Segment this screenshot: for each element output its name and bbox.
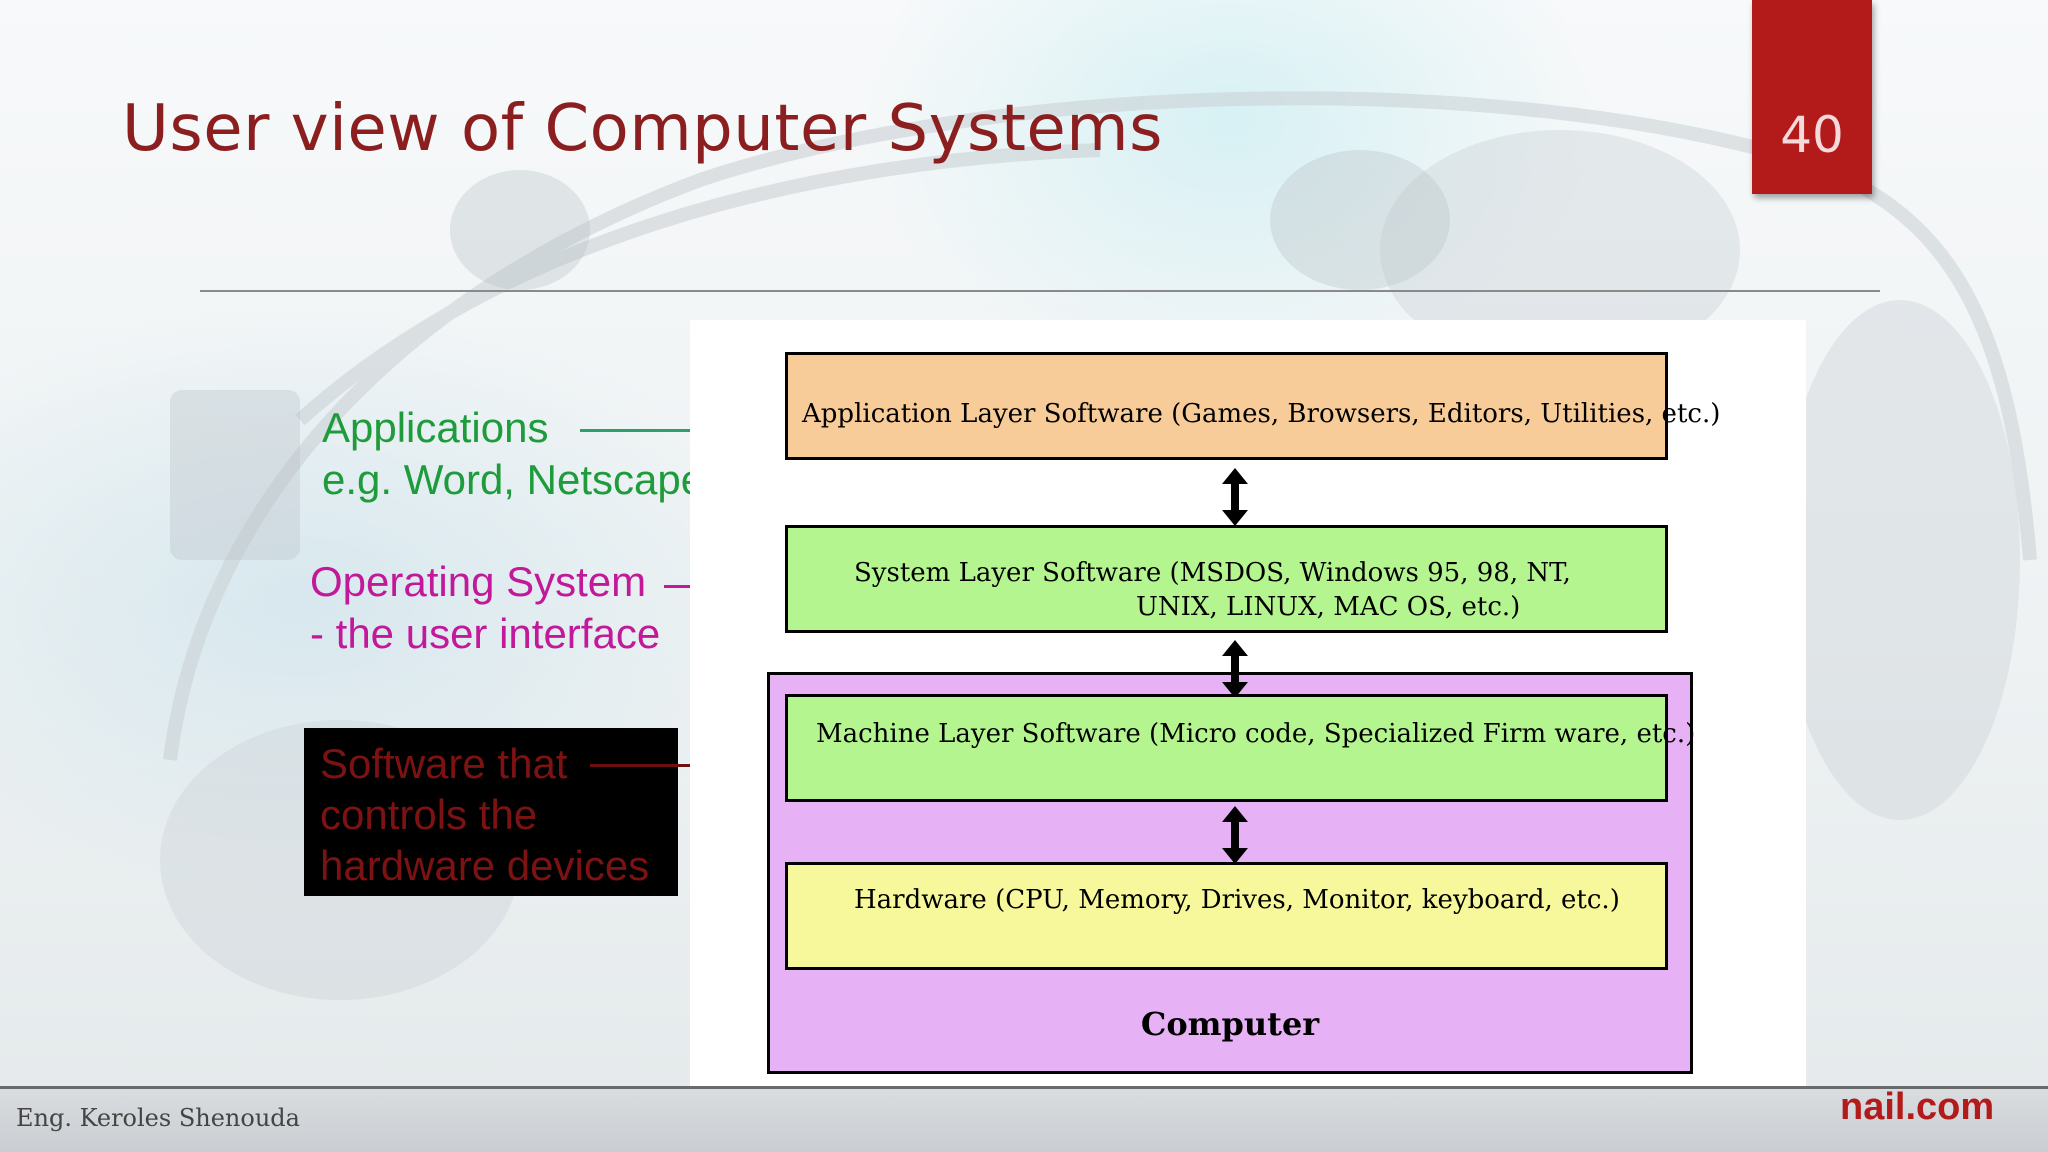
applications-note-line-1: Applications — [322, 404, 549, 451]
hardware-software-note-box — [304, 728, 678, 896]
page-number-tab: 40 — [1752, 0, 1872, 194]
system-layer-label-line-2: UNIX, LINUX, MAC OS, etc.) — [1136, 592, 1521, 622]
hardware-software-note-line-2: controls the — [320, 791, 538, 838]
hardware-software-note: Software that controls the hardware devi… — [320, 738, 649, 891]
title-divider — [200, 290, 1880, 292]
double-arrow-icon — [1222, 468, 1248, 526]
operating-system-note-line-2: - the user interface — [310, 610, 661, 657]
slide-title: User view of Computer Systems — [122, 92, 1163, 166]
footer-email: nail.com — [1840, 1086, 1995, 1128]
system-layer-box: System Layer Software (MSDOS, Windows 95… — [785, 525, 1668, 633]
hardware-software-note-line-3: hardware devices — [320, 842, 650, 889]
computer-label: Computer — [1140, 1005, 1320, 1043]
footer-bar — [0, 1086, 2048, 1152]
hardware-layer-box: Hardware (CPU, Memory, Drives, Monitor, … — [785, 862, 1668, 970]
machine-layer-box: Machine Layer Software (Micro code, Spec… — [785, 694, 1695, 802]
application-layer-box: Application Layer Software (Games, Brows… — [785, 352, 1720, 460]
operating-system-note: Operating System - the user interface — [310, 556, 660, 660]
system-layer-label-line-1: System Layer Software (MSDOS, Windows 95… — [854, 558, 1571, 588]
machine-layer-label: Machine Layer Software (Micro code, Spec… — [816, 719, 1696, 749]
operating-system-note-line-1: Operating System — [310, 558, 647, 605]
hardware-software-note-line-1: Software that — [320, 740, 568, 787]
layer-diagram: Computer Application Layer Software (Gam… — [690, 320, 1806, 1124]
hardware-layer-label: Hardware (CPU, Memory, Drives, Monitor, … — [854, 885, 1620, 915]
footer-author: Eng. Keroles Shenouda — [16, 1104, 300, 1132]
double-arrow-icon — [1222, 640, 1248, 698]
page-number: 40 — [1780, 106, 1844, 164]
application-layer-label: Application Layer Software (Games, Brows… — [802, 399, 1721, 429]
double-arrow-icon — [1222, 806, 1248, 864]
